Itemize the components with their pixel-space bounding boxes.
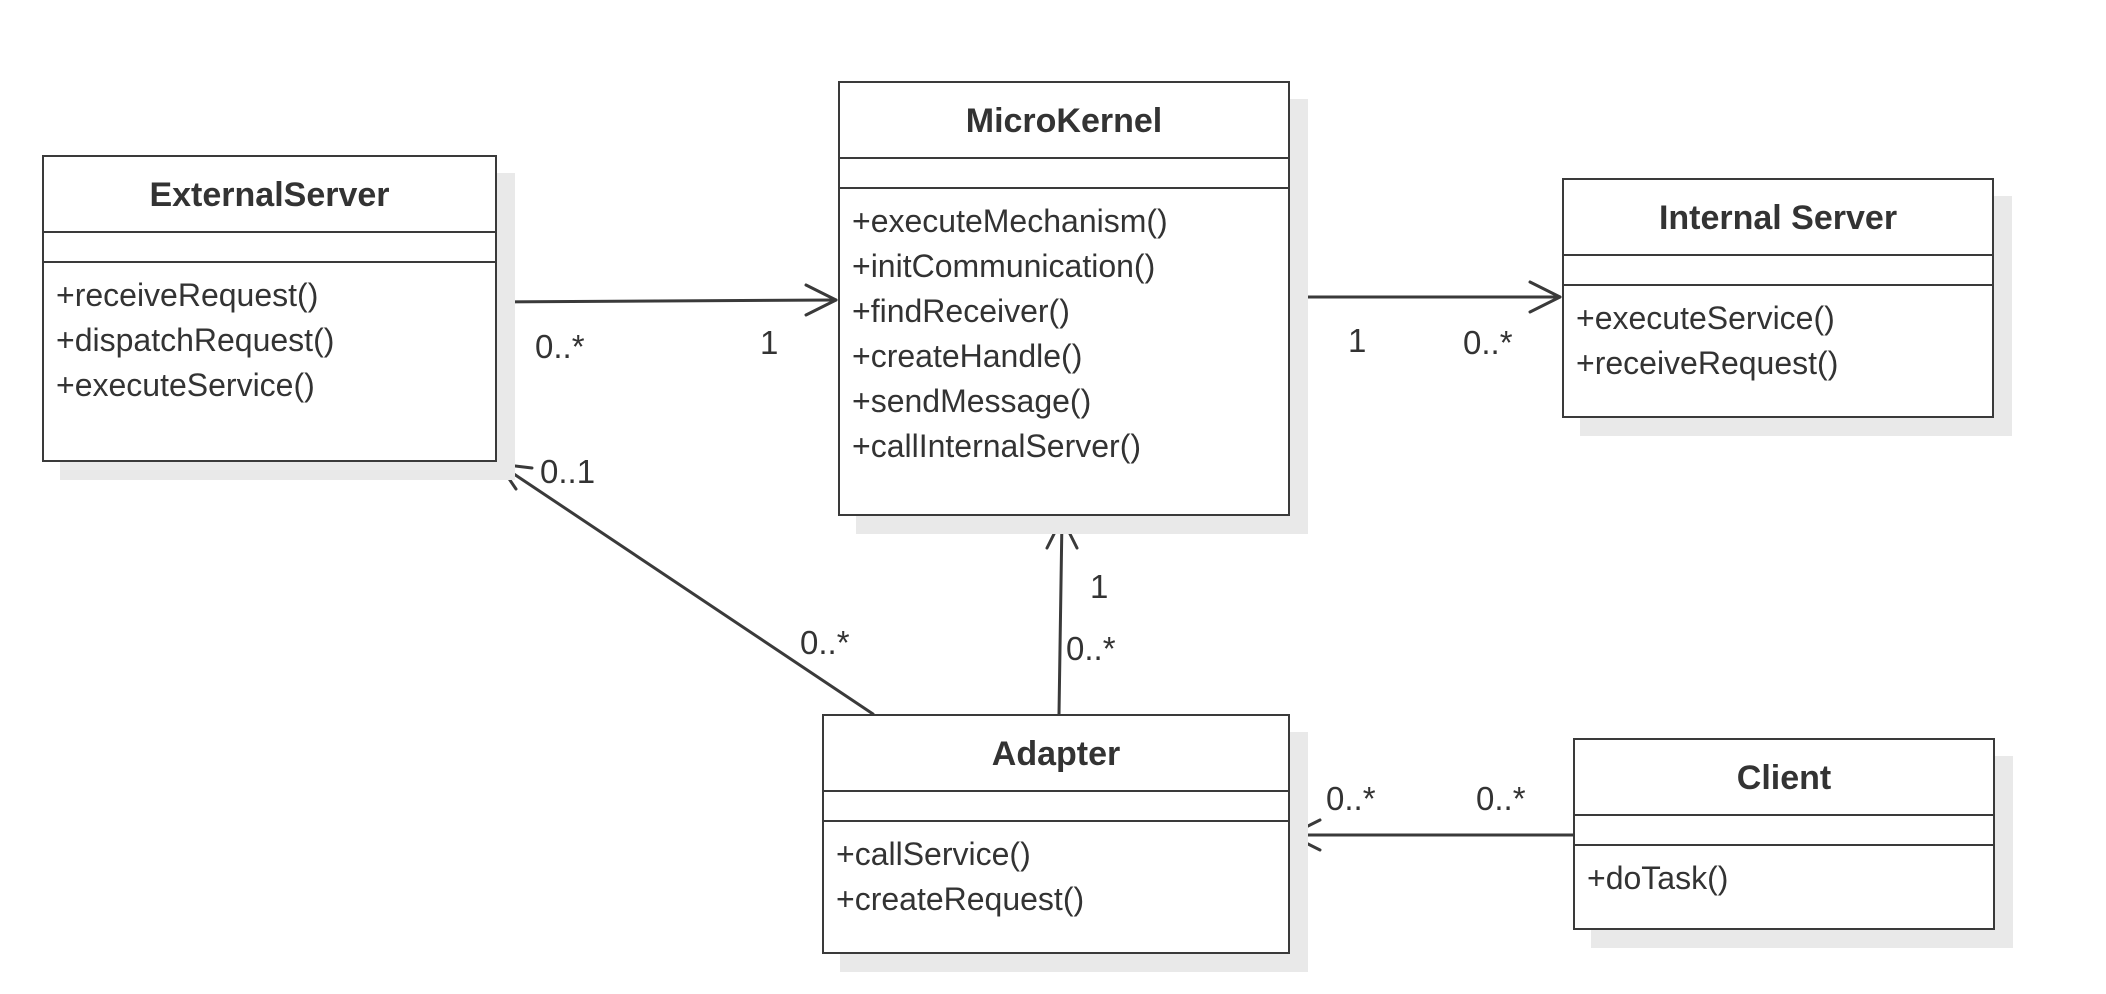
operation: +doTask() <box>1587 860 1729 896</box>
attributes-compartment <box>1575 816 1993 846</box>
association-external-to-microkernel <box>495 298 838 304</box>
operation: +sendMessage() <box>852 383 1092 419</box>
attributes-compartment <box>1564 256 1992 286</box>
operations-compartment: +doTask() <box>1575 846 1993 901</box>
operation: +createRequest() <box>836 881 1085 917</box>
multiplicity-label: 0..* <box>1463 324 1513 361</box>
operation: +executeMechanism() <box>852 203 1168 239</box>
multiplicity-label: 0..* <box>1326 780 1376 817</box>
class-client[interactable]: Client +doTask() <box>1573 738 1995 930</box>
arrowhead-microkernel-left <box>804 283 838 317</box>
association-adapter-to-microkernel <box>1057 516 1064 716</box>
multiplicity-label: 0..* <box>1066 630 1116 667</box>
multiplicity-label: 0..* <box>535 328 585 365</box>
arrowhead-internal-server <box>1528 280 1562 314</box>
operation: +dispatchRequest() <box>56 322 335 358</box>
operations-compartment: +executeMechanism() +initCommunication()… <box>840 189 1288 469</box>
operation: +findReceiver() <box>852 293 1070 329</box>
operations-compartment: +receiveRequest() +dispatchRequest() +ex… <box>44 263 495 408</box>
class-external-server[interactable]: ExternalServer +receiveRequest() +dispat… <box>42 155 497 462</box>
operation: +callService() <box>836 836 1031 872</box>
association-adapter-to-external <box>497 462 875 716</box>
multiplicity-label: 1 <box>1348 322 1367 359</box>
arrowhead-microkernel-bottom <box>1045 516 1079 550</box>
operation: +createHandle() <box>852 338 1083 374</box>
class-name: Internal Server <box>1564 180 1992 256</box>
operation: +receiveRequest() <box>56 277 319 313</box>
multiplicity-label: 0..1 <box>540 453 596 490</box>
class-internal-server[interactable]: Internal Server +executeService() +recei… <box>1562 178 1994 418</box>
operation: +receiveRequest() <box>1576 345 1839 381</box>
multiplicity-label: 1 <box>760 324 779 361</box>
operation: +executeService() <box>1576 300 1835 336</box>
operation: +executeService() <box>56 367 315 403</box>
operations-compartment: +executeService() +receiveRequest() <box>1564 286 1992 386</box>
attributes-compartment <box>824 792 1288 822</box>
class-microkernel[interactable]: MicroKernel +executeMechanism() +initCom… <box>838 81 1290 516</box>
class-name: Client <box>1575 740 1993 816</box>
class-name: ExternalServer <box>44 157 495 233</box>
operation: +initCommunication() <box>852 248 1156 284</box>
attributes-compartment <box>840 159 1288 189</box>
class-name: Adapter <box>824 716 1288 792</box>
multiplicity-label: 0..* <box>800 624 850 661</box>
multiplicity-label: 1 <box>1090 568 1109 605</box>
arrowhead-external-server <box>497 462 534 491</box>
class-adapter[interactable]: Adapter +callService() +createRequest() <box>822 714 1290 954</box>
arrowhead-adapter <box>1288 818 1322 852</box>
class-name: MicroKernel <box>840 83 1288 159</box>
operations-compartment: +callService() +createRequest() <box>824 822 1288 922</box>
attributes-compartment <box>44 233 495 263</box>
operation: +callInternalServer() <box>852 428 1141 464</box>
multiplicity-label: 0..* <box>1476 780 1526 817</box>
